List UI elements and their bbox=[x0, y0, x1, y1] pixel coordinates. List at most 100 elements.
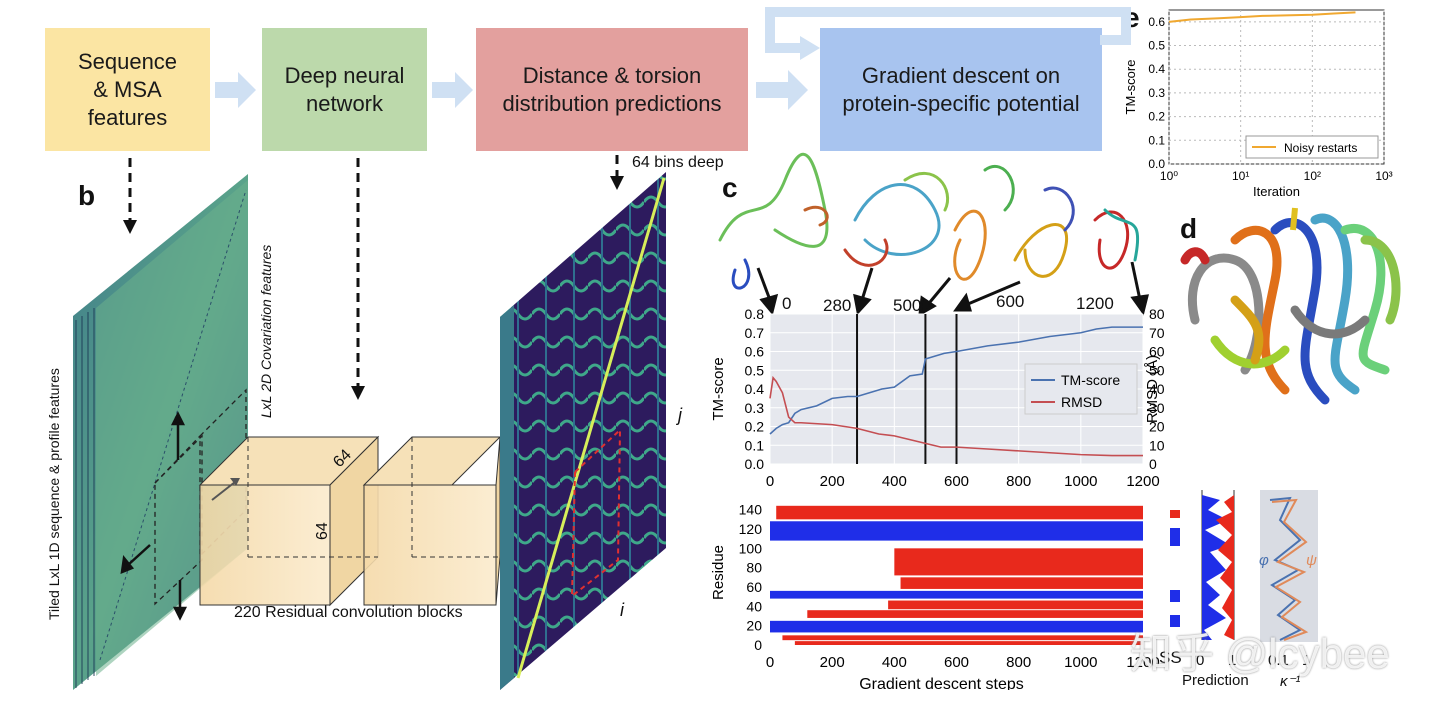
y2-tick-label: 60 bbox=[1149, 344, 1165, 360]
residual-block-2 bbox=[362, 436, 502, 486]
distance-map bbox=[500, 172, 666, 690]
flow-arrow-2 bbox=[432, 72, 473, 108]
y-axis-label: TM-score bbox=[710, 357, 727, 420]
kappa-tick-01: 0.1 bbox=[1268, 652, 1289, 669]
panel-label-d: d bbox=[1180, 213, 1198, 244]
axis-i-label: i bbox=[620, 600, 624, 620]
kappa-strip bbox=[1260, 490, 1318, 642]
prediction-label: Prediction bbox=[1182, 672, 1249, 689]
y-tick-label: 120 bbox=[739, 521, 763, 537]
pipeline-box-features: Sequence & MSA features bbox=[45, 28, 210, 151]
y-tick-label: 0.5 bbox=[1148, 39, 1165, 53]
y2-tick-label: 30 bbox=[1149, 400, 1165, 416]
covariation-label: LxL 2D Covariation features bbox=[258, 244, 274, 418]
y-tick-label: 0.6 bbox=[745, 344, 765, 360]
residue-band bbox=[770, 620, 1143, 633]
y-tick-label: 0.1 bbox=[745, 437, 765, 453]
x-tick-label: 200 bbox=[820, 473, 845, 490]
y-tick-label: 0.8 bbox=[745, 306, 765, 322]
x-tick-label: 200 bbox=[820, 654, 845, 671]
residue-band bbox=[888, 600, 1143, 610]
bins-deep-label: 64 bins deep bbox=[632, 154, 724, 171]
y-axis-label: Residue bbox=[710, 545, 727, 600]
residue-band bbox=[894, 548, 1143, 576]
step-marker-600: 600 bbox=[996, 292, 1025, 311]
y-axis-label: TM-score bbox=[1125, 60, 1138, 115]
y2-tick-label: 40 bbox=[1149, 381, 1165, 397]
y-tick-label: 60 bbox=[746, 579, 762, 595]
y-tick-label: 0 bbox=[754, 637, 762, 653]
residue-band bbox=[794, 641, 1143, 645]
prediction-strip bbox=[1201, 490, 1235, 640]
series-line-rmsd bbox=[769, 375, 1143, 457]
phi-label: φ bbox=[1259, 552, 1269, 569]
step-marker-1200: 1200 bbox=[1076, 294, 1114, 313]
x-tick-label: 10² bbox=[1304, 169, 1321, 183]
y2-tick-label: 10 bbox=[1149, 437, 1165, 453]
panel-label-b: b bbox=[78, 180, 96, 211]
y-tick-label: 0.2 bbox=[1148, 110, 1165, 124]
residue-band bbox=[900, 577, 1143, 589]
x-tick-label: 1000 bbox=[1064, 473, 1097, 490]
y-tick-label: 0.2 bbox=[745, 419, 765, 435]
block-dim-side: 64 bbox=[314, 522, 331, 540]
y-tick-label: 80 bbox=[746, 560, 762, 576]
y2-tick-label: 50 bbox=[1149, 362, 1165, 378]
x-tick-label: 1200 bbox=[1126, 473, 1159, 490]
y-tick-label: 0.4 bbox=[1148, 62, 1165, 76]
panel-label-c: c bbox=[722, 172, 738, 203]
residual-blocks-label: 220 Residual convolution blocks bbox=[234, 604, 463, 621]
y-tick-label: 140 bbox=[739, 502, 763, 518]
x-tick-label: 400 bbox=[882, 654, 907, 671]
pipeline-label-features: Sequence & MSA features bbox=[77, 48, 178, 130]
pipeline-box-predictions: Distance & torsion distribution predicti… bbox=[476, 28, 748, 151]
y-tick-label: 0.3 bbox=[745, 400, 765, 416]
side-strips bbox=[1170, 490, 1318, 642]
ss-label: SS bbox=[1159, 648, 1182, 667]
pipeline-label-network: Deep neural network bbox=[284, 62, 405, 116]
axis-j-label: j bbox=[678, 405, 682, 425]
x-tick-label: 800 bbox=[1006, 654, 1031, 671]
legend: Noisy restarts bbox=[1245, 135, 1379, 159]
x-tick-label: 400 bbox=[882, 473, 907, 490]
x-tick-label: 600 bbox=[944, 473, 969, 490]
step-marker-0: 0 bbox=[782, 294, 792, 313]
pipeline-box-gradient: Gradient descent on protein-specific pot… bbox=[820, 28, 1102, 151]
residue-band bbox=[770, 590, 1143, 599]
y-tick-label: 20 bbox=[746, 618, 762, 634]
x-tick-label: 10³ bbox=[1375, 169, 1392, 183]
tiled-features-label: Tiled LxL 1D sequence & profile features bbox=[46, 368, 62, 620]
flow-arrow-1 bbox=[215, 72, 256, 108]
series-line-tmscore bbox=[769, 326, 1143, 435]
psi-label: ψ bbox=[1306, 552, 1317, 569]
y-tick-label: 0.3 bbox=[1148, 86, 1165, 100]
legend-label: RMSD bbox=[1061, 394, 1102, 410]
series-line-noisy-restarts bbox=[1168, 11, 1356, 23]
y-tick-label: 0.5 bbox=[745, 362, 765, 378]
residue-band bbox=[782, 635, 1143, 641]
panel-b-diagram bbox=[73, 172, 666, 690]
step-marker-280: 280 bbox=[823, 296, 852, 315]
y-tick-label: 0.4 bbox=[745, 381, 765, 397]
legend-label: TM-score bbox=[1061, 372, 1120, 388]
kappa-tick-1: 1 bbox=[1302, 652, 1311, 669]
x-axis-label: Gradient descent steps bbox=[859, 676, 1024, 690]
y-tick-label: 0.7 bbox=[745, 325, 765, 341]
y2-tick-label: 0 bbox=[1149, 456, 1157, 472]
pipeline-label-gradient: Gradient descent on protein-specific pot… bbox=[842, 62, 1080, 116]
x-tick-label: 600 bbox=[944, 654, 969, 671]
x-tick-label: 0 bbox=[766, 654, 774, 671]
x-tick-label: 0 bbox=[766, 473, 774, 490]
legend-label: Noisy restarts bbox=[1284, 141, 1357, 155]
y-tick-label: 40 bbox=[746, 598, 762, 614]
x-tick-label: 1000 bbox=[1064, 654, 1097, 671]
x-tick-label: 800 bbox=[1006, 473, 1031, 490]
ss-strip bbox=[1170, 510, 1180, 627]
y-tick-label: 100 bbox=[739, 540, 763, 556]
residue-band bbox=[807, 610, 1143, 618]
prediction-tick-1: 1 bbox=[1228, 652, 1237, 669]
